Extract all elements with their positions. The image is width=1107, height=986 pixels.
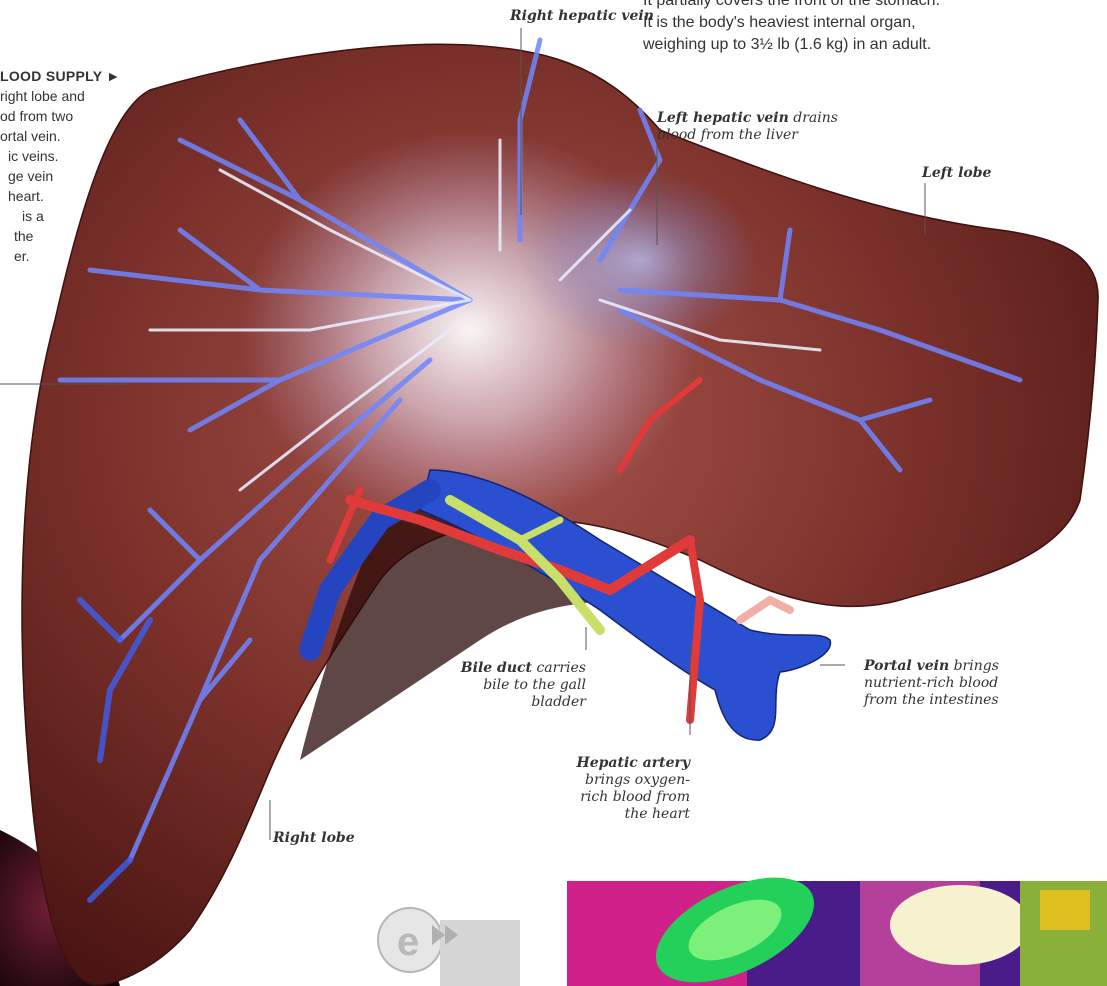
intro-text-block: It partially covers the front of the sto… xyxy=(643,0,1107,56)
label-left-hepatic-vein: Left hepatic vein drains blood from the … xyxy=(657,110,838,144)
blood-supply-line: er. xyxy=(0,246,190,266)
svg-text:e: e xyxy=(397,920,419,964)
label-desc: drains xyxy=(793,110,838,126)
blood-supply-line: ge vein xyxy=(0,166,190,186)
label-desc: carries xyxy=(536,660,586,676)
label-desc: brings oxygen- xyxy=(585,772,690,788)
blood-supply-line: od from two xyxy=(0,106,190,126)
label-desc: rich blood from xyxy=(580,789,690,805)
intro-line-2: It is the body's heaviest internal organ… xyxy=(643,12,1107,34)
label-bile-duct: Bile duct carries bile to the gall bladd… xyxy=(440,660,586,711)
thumbnail-image xyxy=(567,856,1107,986)
blood-supply-line: ortal vein. xyxy=(0,126,190,146)
label-desc: from the intestines xyxy=(864,692,999,708)
label-right-hepatic-vein: Right hepatic vein xyxy=(510,8,654,25)
label-desc: brings xyxy=(954,658,999,674)
blood-supply-line: heart. xyxy=(0,186,190,206)
label-desc: bile to the gall xyxy=(483,677,586,693)
intro-line-3: weighing up to 3½ lb (1.6 kg) in an adul… xyxy=(643,34,1107,56)
label-portal-vein: Portal vein brings nutrient-rich blood f… xyxy=(864,658,999,709)
label-desc: blood from the liver xyxy=(657,127,798,143)
blood-supply-heading: LOOD SUPPLY ► xyxy=(0,66,190,86)
label-title: Hepatic artery xyxy=(576,755,690,771)
blood-supply-line: ic veins. xyxy=(0,146,190,166)
blood-supply-box: LOOD SUPPLY ► right lobe and od from two… xyxy=(0,66,190,266)
label-desc: the heart xyxy=(625,806,690,822)
label-desc: nutrient-rich blood xyxy=(864,675,998,691)
intro-line-1: It partially covers the front of the sto… xyxy=(643,0,1107,12)
label-title: Right lobe xyxy=(273,830,355,846)
label-right-lobe: Right lobe xyxy=(273,830,355,847)
blood-supply-line: is a xyxy=(0,206,190,226)
blood-supply-line: right lobe and xyxy=(0,86,190,106)
label-title: Left lobe xyxy=(922,165,991,181)
label-title: Bile duct xyxy=(461,660,532,676)
label-title: Portal vein xyxy=(864,658,949,674)
label-title: Left hepatic vein xyxy=(657,110,789,126)
label-hepatic-artery: Hepatic artery brings oxygen- rich blood… xyxy=(546,755,690,823)
label-left-lobe: Left lobe xyxy=(922,165,991,182)
e-fast-forward-logo: e xyxy=(378,908,520,986)
label-desc: bladder xyxy=(531,694,586,710)
small-vessel xyxy=(740,600,790,620)
label-title: Right hepatic vein xyxy=(510,8,654,24)
blood-supply-line: the xyxy=(0,226,190,246)
